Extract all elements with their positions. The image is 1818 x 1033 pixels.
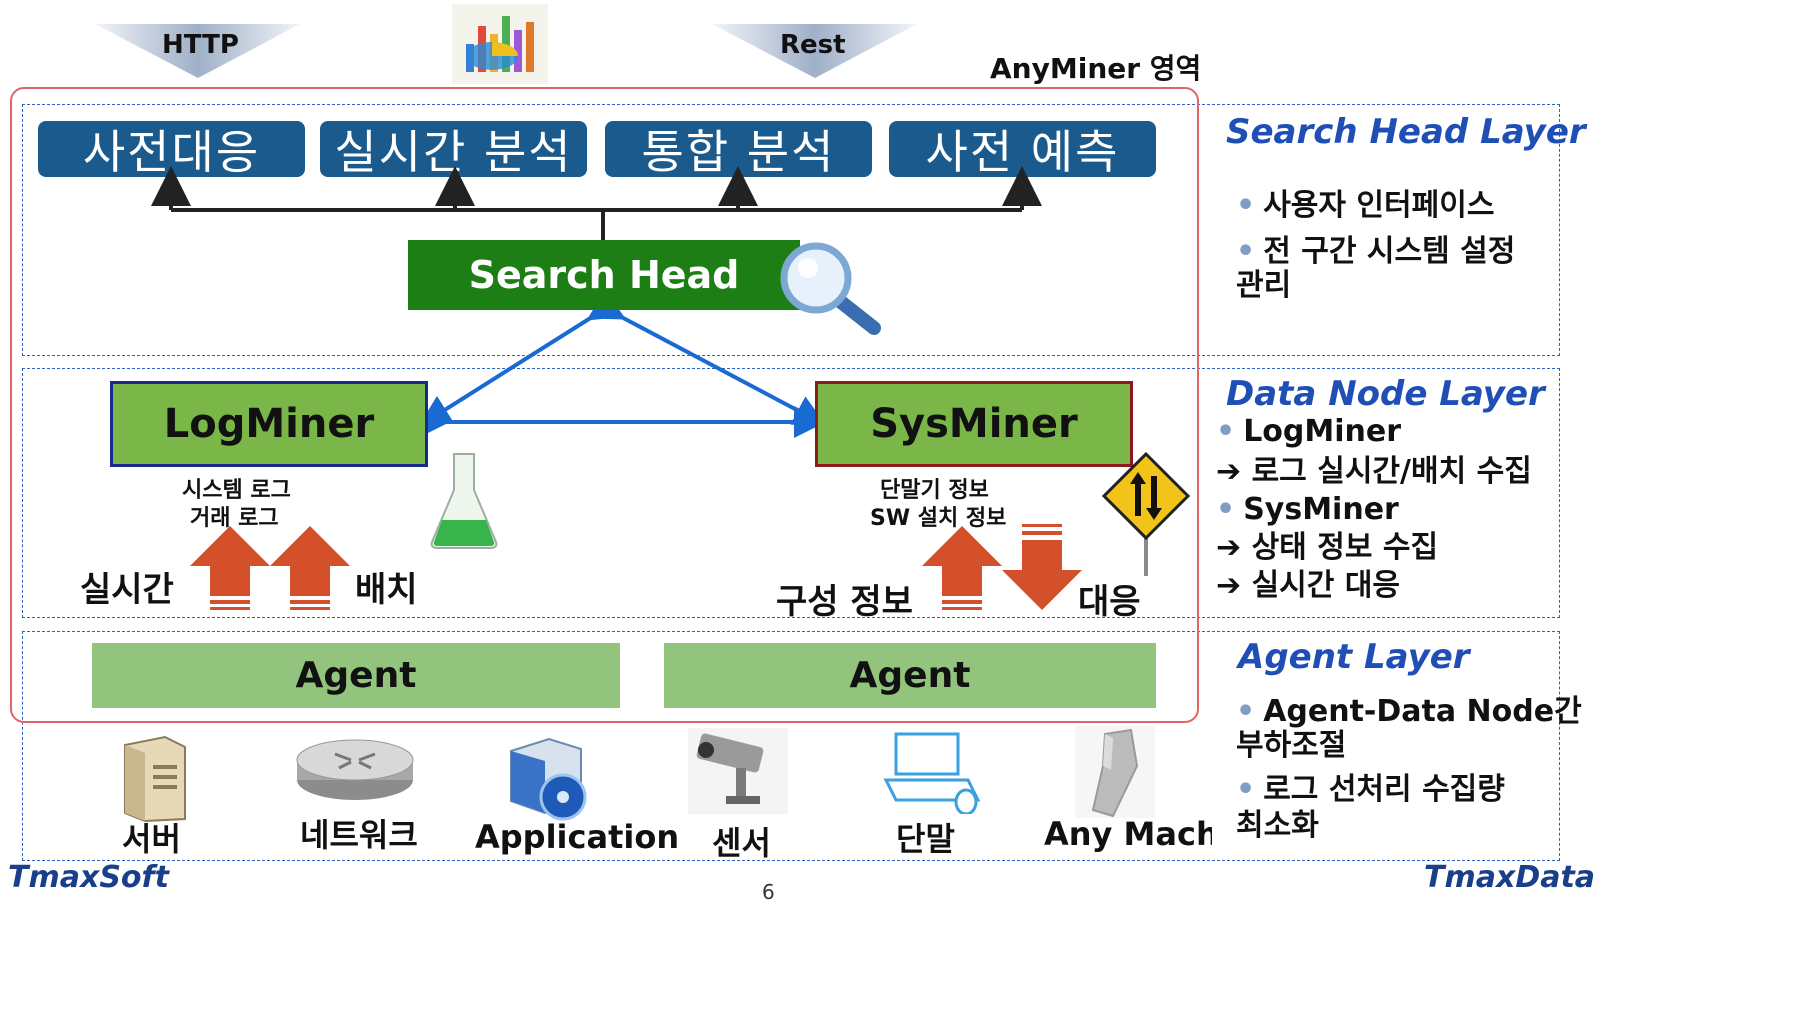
search-head-item-ui: •사용자 인터페이스 — [1236, 186, 1494, 226]
tmaxdata-logo: TmaxData — [1424, 860, 1596, 895]
server-icon — [124, 735, 186, 823]
logminer-source-transaction-log: 거래 로그 — [190, 506, 279, 531]
search-head-box: Search Head — [408, 240, 800, 310]
prediction-box: 사전 예측 — [889, 121, 1156, 179]
batch-label: 배치 — [355, 570, 418, 610]
agent-item-load-balance: •Agent-Data Node간 — [1236, 692, 1582, 732]
search-head-layer-title: Search Head Layer — [1226, 112, 1586, 152]
agent-item-load-balance-2: 부하조절 — [1236, 726, 1346, 766]
search-head-item-config: •전 구간 시스템 설정 — [1236, 232, 1515, 272]
agent-item-minimize-text: 최소화 — [1236, 808, 1319, 843]
bullet-icon: • — [1236, 188, 1256, 223]
data-node-item-realtime-response-text: ➔ 실시간 대응 — [1216, 568, 1401, 603]
http-label: HTTP — [162, 30, 239, 60]
rest-label: Rest — [780, 30, 846, 60]
application-icon — [510, 737, 587, 821]
bullet-icon: • — [1236, 234, 1256, 269]
bullet-icon: • — [1236, 694, 1256, 729]
page-number: 6 — [762, 880, 775, 904]
device-network-label: 네트워크 — [300, 816, 418, 854]
search-head-item-manage: 관리 — [1236, 266, 1291, 306]
logminer-box: LogMiner — [110, 381, 428, 467]
data-node-item-log-collect-text: ➔ 로그 실시간/배치 수집 — [1216, 454, 1532, 489]
agent-layer-box — [22, 631, 1560, 861]
data-node-item-logminer: •LogMiner — [1216, 412, 1401, 452]
bullet-icon: • — [1216, 414, 1236, 449]
terminal-laptop-icon — [883, 732, 981, 814]
data-node-item-log-collect: ➔ 로그 실시간/배치 수집 — [1216, 452, 1532, 492]
logminer-label: LogMiner — [163, 401, 375, 447]
agent-item-load-balance-text: Agent-Data Node간 — [1263, 694, 1582, 729]
logminer-source-system-log: 시스템 로그 — [182, 478, 291, 503]
traffic-sign-icon — [1101, 451, 1191, 576]
search-head-label: Search Head — [468, 253, 740, 297]
agent-item-preprocess: •로그 선처리 수집량 — [1236, 770, 1505, 810]
device-application-label: Application — [475, 818, 680, 856]
http-funnel-icon — [95, 24, 300, 78]
rest-funnel-icon — [712, 24, 917, 78]
realtime-up-arrow-icon — [190, 526, 270, 610]
agent-box-right: Agent — [664, 643, 1156, 708]
bullet-icon: • — [1236, 772, 1256, 807]
flask-icon — [430, 453, 498, 549]
device-terminal-label: 단말 — [896, 820, 955, 858]
network-router-icon — [296, 739, 414, 800]
magnifier-icon — [780, 242, 881, 335]
any-machine-icon — [1075, 726, 1155, 818]
anyminer-region — [10, 87, 1199, 723]
sysminer-label: SysMiner — [870, 401, 1078, 447]
agent-item-preprocess-text: 로그 선처리 수집량 — [1263, 772, 1505, 807]
data-node-layer-title: Data Node Layer — [1226, 374, 1545, 414]
batch-up-arrow-icon — [270, 526, 350, 610]
bullet-icon: • — [1216, 492, 1236, 527]
response-label: 대응 — [1078, 582, 1141, 622]
config-info-label: 구성 정보 — [776, 582, 913, 622]
analytics-chart-icon — [452, 4, 548, 84]
device-server-label: 서버 — [122, 820, 181, 858]
response-down-arrow-icon — [1002, 524, 1082, 610]
search-head-item-manage-text: 관리 — [1236, 268, 1292, 303]
agent-left-label: Agent — [295, 655, 417, 696]
realtime-label: 실시간 — [80, 570, 174, 610]
data-node-item-status-collect-text: ➔ 상태 정보 수집 — [1216, 530, 1439, 565]
device-sensor-label: 센서 — [712, 824, 771, 862]
data-node-item-sysminer: •SysMiner — [1216, 490, 1399, 530]
agent-layer-title: Agent Layer — [1238, 637, 1470, 677]
config-up-arrow-icon — [922, 526, 1002, 610]
sysminer-source-terminal-info: 단말기 정보 — [880, 478, 989, 503]
agent-box-left: Agent — [92, 643, 620, 708]
tmaxsoft-logo: TmaxSoft — [8, 860, 169, 895]
search-head-item-config-text: 전 구간 시스템 설정 — [1263, 234, 1516, 269]
agent-right-label: Agent — [849, 655, 971, 696]
device-any-machine-label: Any Machine — [1044, 815, 1212, 853]
agent-item-load-balance-2-text: 부하조절 — [1236, 728, 1347, 763]
data-node-item-sysminer-text: SysMiner — [1243, 492, 1399, 527]
data-node-item-logminer-text: LogMiner — [1243, 414, 1402, 449]
data-node-item-realtime-response: ➔ 실시간 대응 — [1216, 566, 1400, 606]
data-node-item-status-collect: ➔ 상태 정보 수집 — [1216, 528, 1438, 568]
sysminer-box: SysMiner — [815, 381, 1133, 467]
search-head-item-ui-text: 사용자 인터페이스 — [1263, 188, 1495, 223]
agent-item-minimize: 최소화 — [1236, 806, 1319, 846]
anyminer-region-label: AnyMiner 영역 — [990, 52, 1202, 85]
sysminer-source-sw-info: SW 설치 정보 — [870, 506, 1007, 531]
sensor-camera-icon — [688, 728, 788, 814]
